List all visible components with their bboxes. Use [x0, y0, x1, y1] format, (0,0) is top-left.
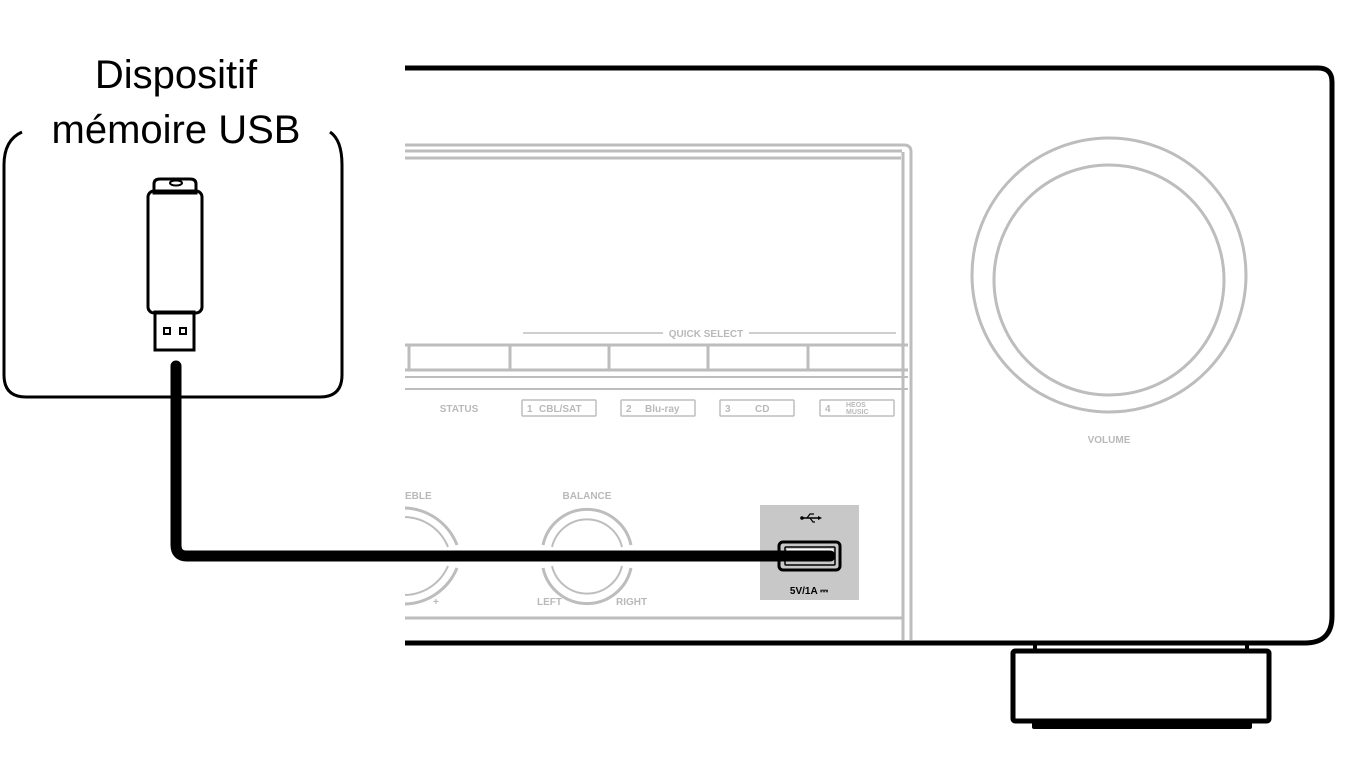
receiver-foot	[1010, 643, 1272, 729]
quick-select-header: QUICK SELECT	[669, 329, 743, 340]
balance-knob[interactable]: BALANCE LEFT RIGHT	[537, 491, 647, 608]
device-title-line2: mémoire USB	[52, 108, 301, 152]
balance-left-label: LEFT	[537, 597, 562, 608]
volume-knob[interactable]: VOLUME	[970, 136, 1248, 446]
svg-text:3: 3	[725, 404, 731, 415]
display-frame	[405, 143, 913, 640]
svg-text:Blu-ray: Blu-ray	[645, 404, 680, 415]
svg-text:CBL/SAT: CBL/SAT	[539, 404, 582, 415]
quick-select-group: QUICK SELECT STATUS 1 CBL/SAT 2 Blu-ray	[405, 329, 908, 417]
svg-text:4: 4	[825, 404, 831, 415]
quick-select-label-2: 2 Blu-ray	[620, 399, 696, 417]
usb-cable	[170, 360, 836, 562]
usb-device-callout: Dispositif mémoire USB	[2, 53, 344, 399]
treble-label: EBLE	[405, 491, 432, 502]
quick-select-label-1: 1 CBL/SAT	[521, 399, 597, 417]
treble-knob[interactable]: EBLE +	[404, 491, 459, 608]
svg-text:HEOS: HEOS	[846, 402, 866, 409]
treble-plus-label: +	[433, 597, 439, 608]
balance-label: BALANCE	[563, 491, 612, 502]
usb-stick-icon	[146, 177, 204, 352]
usb-icon	[800, 513, 822, 523]
usb-rating-label: 5V/1A ⎓	[790, 586, 828, 597]
svg-text:2: 2	[626, 404, 632, 415]
av-receiver: QUICK SELECT STATUS 1 CBL/SAT 2 Blu-ray	[404, 65, 1335, 729]
svg-text:MUSIC: MUSIC	[846, 409, 869, 416]
receiver-body	[405, 65, 1335, 646]
volume-label: VOLUME	[1088, 435, 1131, 446]
quick-select-label-4: 4 HEOS MUSIC	[819, 399, 895, 417]
quick-select-label-3: 3 CD	[719, 399, 795, 417]
status-label: STATUS	[440, 404, 479, 415]
device-title-line1: Dispositif	[95, 53, 258, 97]
callout-frame	[2, 130, 344, 399]
svg-text:1: 1	[527, 404, 533, 415]
svg-text:CD: CD	[755, 404, 769, 415]
balance-right-label: RIGHT	[616, 597, 647, 608]
